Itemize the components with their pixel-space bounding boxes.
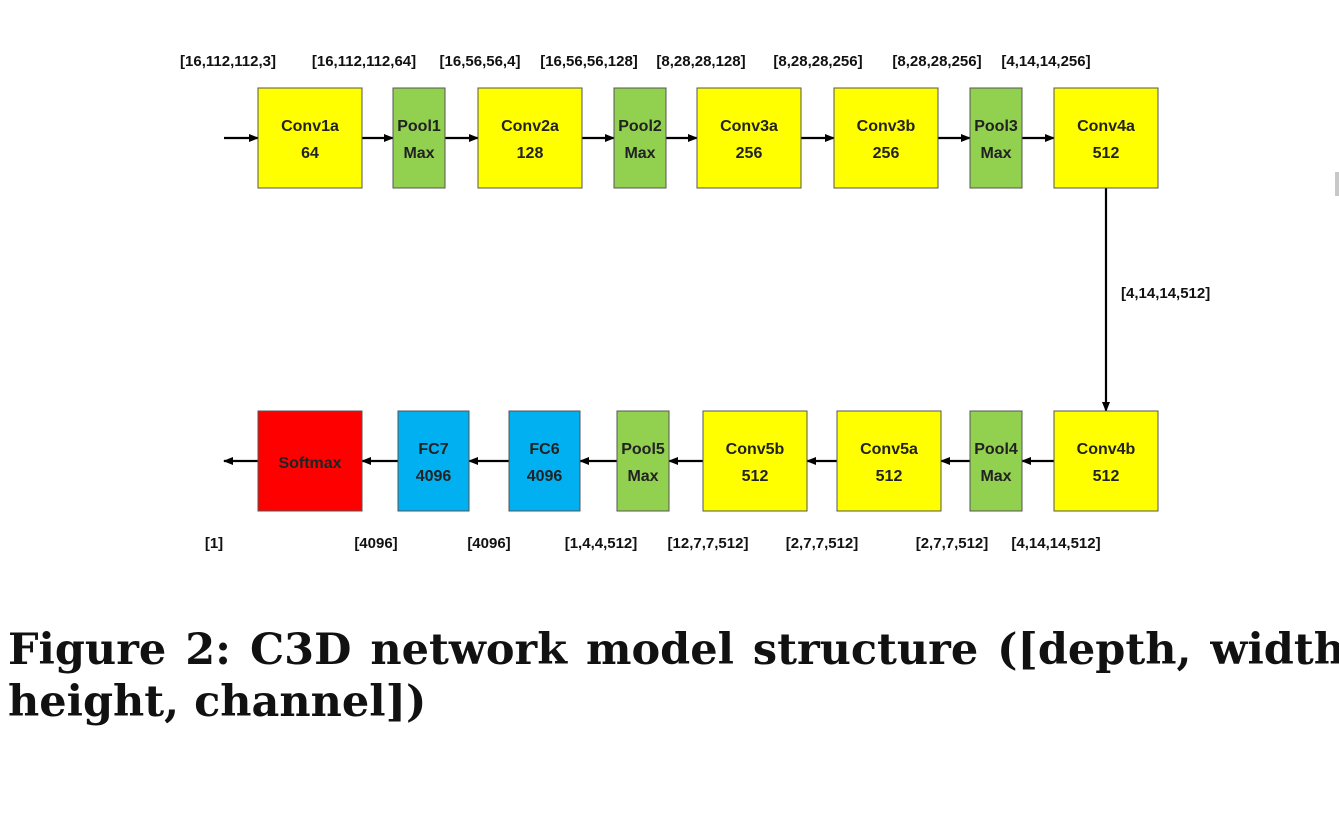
node-softmax: Softmax bbox=[257, 410, 363, 512]
node-conv2a: Conv2a 128 bbox=[477, 87, 583, 189]
top-dim-label: [16,56,56,4] bbox=[440, 53, 521, 70]
top-dim-label: [16,112,112,64] bbox=[312, 53, 416, 70]
conv4a-label: Conv4a bbox=[1077, 118, 1135, 135]
conv5a-label: Conv5a bbox=[860, 441, 918, 458]
pool5-box bbox=[616, 410, 670, 512]
conv5a-sublabel: 512 bbox=[876, 468, 903, 485]
conv3a-box bbox=[696, 87, 802, 189]
bottom-dim-label: [12,7,7,512] bbox=[668, 535, 749, 552]
top-dim-label: [8,28,28,128] bbox=[656, 53, 745, 70]
bottom-dim-label: [1,4,4,512] bbox=[565, 535, 638, 552]
caption-word: model bbox=[585, 625, 734, 675]
node-conv4a: Conv4a 512 bbox=[1053, 87, 1159, 189]
pool4-box bbox=[969, 410, 1023, 512]
node-fc7: FC7 4096 bbox=[397, 410, 470, 512]
node-conv4b: Conv4b 512 bbox=[1053, 410, 1159, 512]
fc6-label: FC6 bbox=[529, 441, 559, 458]
conv3b-label: Conv3b bbox=[857, 118, 916, 135]
fc7-label: FC7 bbox=[418, 441, 448, 458]
conv4b-box bbox=[1053, 410, 1159, 512]
bottom-dim-label: [4096] bbox=[467, 535, 510, 552]
pool3-sublabel: Max bbox=[980, 145, 1011, 162]
pool5-label: Pool5 bbox=[621, 441, 665, 458]
pool2-box bbox=[613, 87, 667, 189]
conv1a-box bbox=[257, 87, 363, 189]
conv2a-label: Conv2a bbox=[501, 118, 559, 135]
pool3-label: Pool3 bbox=[974, 118, 1018, 135]
pool5-sublabel: Max bbox=[627, 468, 658, 485]
conv5b-sublabel: 512 bbox=[742, 468, 769, 485]
bottom-dim-label: [4096] bbox=[354, 535, 397, 552]
conv2a-box bbox=[477, 87, 583, 189]
pool1-sublabel: Max bbox=[403, 145, 434, 162]
softmax-label: Softmax bbox=[278, 455, 341, 472]
caption-word: C3D bbox=[249, 625, 352, 675]
conv3b-sublabel: 256 bbox=[873, 145, 900, 162]
fc6-box bbox=[508, 410, 581, 512]
conv3b-box bbox=[833, 87, 939, 189]
bottom-dim-label: [2,7,7,512] bbox=[916, 535, 989, 552]
caption-word: ([depth, bbox=[997, 625, 1192, 675]
conv5b-label: Conv5b bbox=[726, 441, 785, 458]
bottom-dim-label: [4,14,14,512] bbox=[1011, 535, 1100, 552]
scrollbar-mark bbox=[1335, 172, 1339, 196]
node-conv3a: Conv3a 256 bbox=[696, 87, 802, 189]
pool4-label: Pool4 bbox=[974, 441, 1018, 458]
top-dim-label: [8,28,28,256] bbox=[773, 53, 862, 70]
caption-word: structure bbox=[752, 625, 979, 675]
conv5a-box bbox=[836, 410, 942, 512]
fc7-sublabel: 4096 bbox=[416, 468, 452, 485]
conv5b-box bbox=[702, 410, 808, 512]
pool1-label: Pool1 bbox=[397, 118, 441, 135]
fc7-box bbox=[397, 410, 470, 512]
dimension-labels-layer: [16,112,112,3] [16,112,112,64] [16,56,56,4… bbox=[180, 53, 1210, 552]
top-dim-label: [8,28,28,256] bbox=[892, 53, 981, 70]
node-fc6: FC6 4096 bbox=[508, 410, 581, 512]
caption-word: 2: bbox=[185, 625, 231, 675]
bottom-dim-label: [2,7,7,512] bbox=[786, 535, 859, 552]
softmax-box bbox=[257, 410, 363, 512]
conv1a-label: Conv1a bbox=[281, 118, 339, 135]
conv3a-label: Conv3a bbox=[720, 118, 778, 135]
conv4b-label: Conv4b bbox=[1077, 441, 1136, 458]
caption-word: Figure bbox=[8, 625, 167, 675]
conv4a-box bbox=[1053, 87, 1159, 189]
top-dim-label: [16,56,56,128] bbox=[540, 53, 638, 70]
pool2-label: Pool2 bbox=[618, 118, 662, 135]
conv4b-sublabel: 512 bbox=[1093, 468, 1120, 485]
pool2-sublabel: Max bbox=[624, 145, 655, 162]
caption-word: network bbox=[370, 625, 567, 675]
conv4a-sublabel: 512 bbox=[1093, 145, 1120, 162]
pool3-box bbox=[969, 87, 1023, 189]
edges-layer bbox=[223, 134, 1110, 465]
fc6-sublabel: 4096 bbox=[527, 468, 563, 485]
caption-word: width, bbox=[1210, 625, 1339, 675]
node-conv1a: Conv1a 64 bbox=[257, 87, 363, 189]
pool1-box bbox=[392, 87, 446, 189]
caption-line-1: Figure 2: C3D network model structure ([depth,… bbox=[8, 624, 1339, 676]
node-conv5a: Conv5a 512 bbox=[836, 410, 942, 512]
node-conv3b: Conv3b 256 bbox=[833, 87, 939, 189]
conv1a-sublabel: 64 bbox=[301, 145, 319, 162]
vertical-dim-label: [4,14,14,512] bbox=[1121, 285, 1210, 302]
top-dim-label: [4,14,14,256] bbox=[1001, 53, 1090, 70]
conv3a-sublabel: 256 bbox=[736, 145, 763, 162]
conv2a-sublabel: 128 bbox=[517, 145, 544, 162]
caption-line-2: height, channel]) bbox=[8, 677, 427, 727]
figure-caption: Figure 2: C3D network model structure ([depth,… bbox=[8, 624, 1339, 728]
top-dim-label: [16,112,112,3] bbox=[180, 53, 276, 70]
node-conv5b: Conv5b 512 bbox=[702, 410, 808, 512]
pool4-sublabel: Max bbox=[980, 468, 1011, 485]
bottom-dim-label: [1] bbox=[205, 535, 223, 552]
